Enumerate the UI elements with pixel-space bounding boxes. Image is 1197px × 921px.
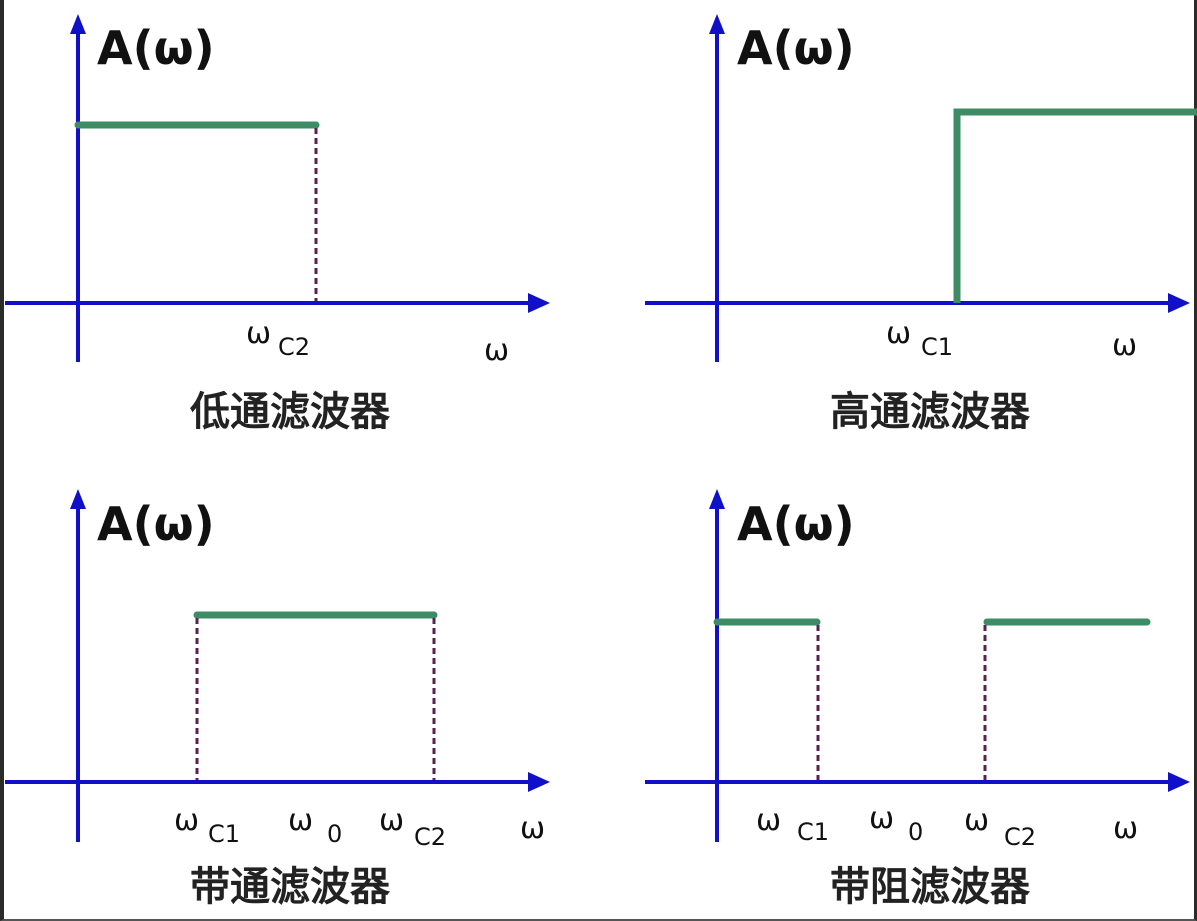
panel-title: 带阻滤波器 <box>830 864 1031 910</box>
tick-symbol: ω <box>886 316 911 351</box>
y-axis-label: A(ω) <box>97 497 215 551</box>
panel-title: 带通滤波器 <box>190 864 391 910</box>
y-axis-arrow-icon <box>709 489 725 509</box>
tick-subscript: 0 <box>908 818 923 846</box>
x-axis-label: ω <box>484 333 509 368</box>
bandstop-panel: A(ω) ω C1 ω 0 ω C2 ω 带阻滤波器 <box>645 489 1190 910</box>
bandpass-panel: A(ω) ω C1 ω 0 ω C2 ω 带通滤波器 <box>5 489 550 910</box>
y-axis-label: A(ω) <box>737 497 855 551</box>
passband-line <box>953 108 1197 303</box>
tick-symbol: ω <box>246 316 271 351</box>
highpass-panel: A(ω) ω C1 ω 高通滤波器 <box>645 14 1197 435</box>
x-axis-arrow-icon <box>1168 772 1190 792</box>
tick-symbol: ω <box>964 803 989 838</box>
y-axis-label: A(ω) <box>737 21 855 75</box>
x-axis-arrow-icon <box>528 772 550 792</box>
panel-title: 高通滤波器 <box>830 389 1031 435</box>
tick-subscript: C1 <box>797 818 829 846</box>
x-axis-label: ω <box>1112 328 1137 363</box>
lowpass-panel: A(ω) ω C2 ω 低通滤波器 <box>5 14 550 435</box>
x-axis-label: ω <box>1113 811 1138 846</box>
tick-symbol: ω <box>174 803 199 838</box>
tick-subscript: C2 <box>1004 823 1036 851</box>
tick-subscript: C2 <box>278 333 310 361</box>
y-axis-arrow-icon <box>70 489 86 509</box>
x-axis-label: ω <box>520 811 545 846</box>
tick-symbol: ω <box>379 803 404 838</box>
x-axis-arrow-icon <box>528 293 550 313</box>
panel-title: 低通滤波器 <box>190 389 391 435</box>
tick-subscript: 0 <box>327 820 342 848</box>
x-axis-arrow-icon <box>1168 293 1190 313</box>
tick-symbol: ω <box>869 801 894 836</box>
tick-subscript: C2 <box>414 823 446 851</box>
tick-subscript: C1 <box>921 333 953 361</box>
tick-subscript: C1 <box>208 820 240 848</box>
y-axis-arrow-icon <box>70 14 86 34</box>
y-axis-arrow-icon <box>709 14 725 34</box>
y-axis-label: A(ω) <box>97 21 215 75</box>
tick-symbol: ω <box>288 803 313 838</box>
tick-symbol: ω <box>756 803 781 838</box>
